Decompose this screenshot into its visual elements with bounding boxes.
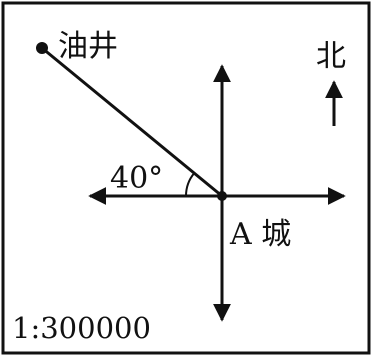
oil-well-point [36,42,48,54]
angle-arc [184,172,195,197]
city-a-point [217,191,227,201]
city-a-label: A 城 [229,217,291,252]
well-to-city-line [41,46,223,198]
scale-label: 1:300000 [12,311,151,345]
north-label: 北 [316,39,346,74]
angle-label: 40° [110,161,163,196]
oil-well-label: 油井 [58,29,118,64]
